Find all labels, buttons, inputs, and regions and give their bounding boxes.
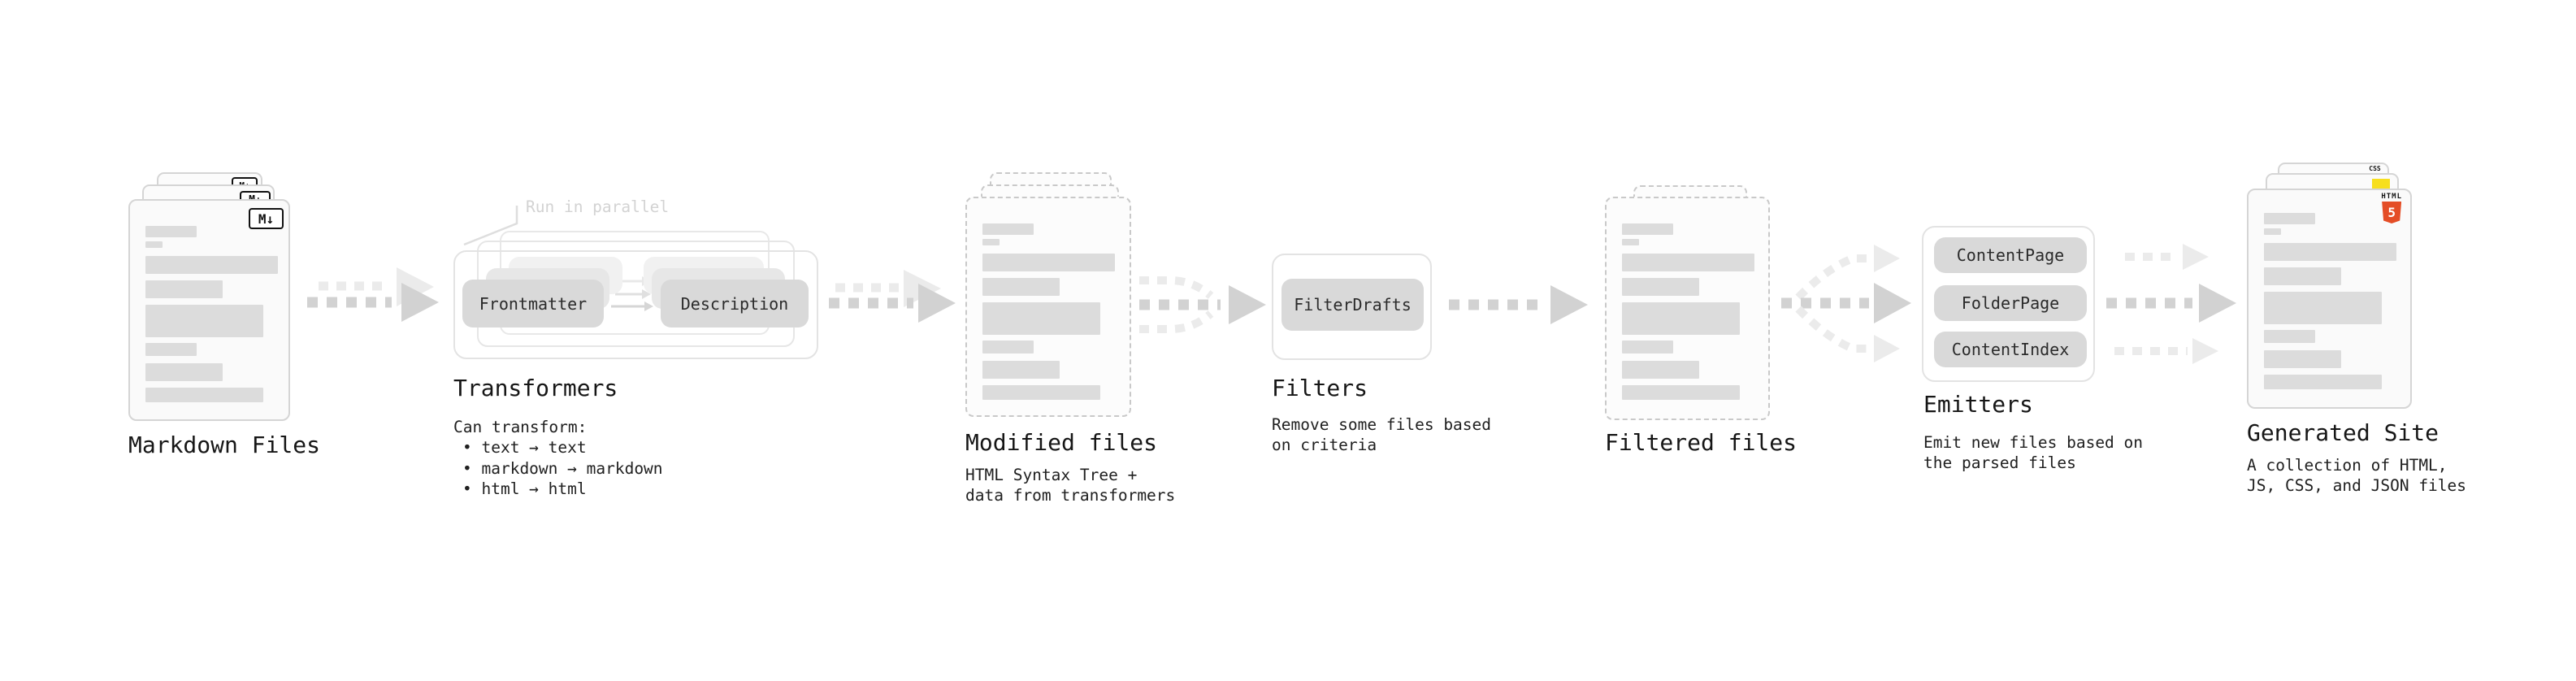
generated-doc-front: HTML 5 [2247,189,2412,409]
description-line: Can transform: [453,418,588,436]
html5-icon: HTML 5 [2381,193,2402,223]
emitter-contentindex: ContentIndex [1934,332,2087,367]
modified-doc-front [965,197,1131,417]
emitters-box [1922,226,2095,382]
emitter-folderpage: FolderPage [1934,285,2087,321]
arrow-emitters-to-generated [2106,244,2236,364]
stage-title-generated-site: Generated Site [2247,419,2439,446]
arrow-modified-to-filters [1139,276,1266,333]
arrow-transformers-to-modified [829,270,956,323]
transformers-description: Can transform: • text → text • markdown … [453,417,663,500]
stage-title-filtered-files: Filtered files [1605,429,1798,456]
emitters-description: Emit new files based on the parsed files [1923,432,2143,474]
markdown-icon: M↓ [249,208,284,229]
stage-title-modified-files: Modified files [965,429,1158,456]
description-line: HTML Syntax Tree + [965,466,1138,484]
arrow-filters-to-filtered [1449,285,1588,324]
description-line: Emit new files based on [1923,433,2144,452]
stage-title-transformers: Transformers [453,375,618,401]
modified-files-description: HTML Syntax Tree + data from transformer… [965,465,1175,506]
transformer-description: Description [661,280,809,327]
description-line: the parsed files [1923,453,2076,473]
arrow-filtered-to-emitters [1781,245,1911,362]
emitter-contentpage: ContentPage [1934,237,2087,273]
transformer-frontmatter: Frontmatter [462,280,604,327]
description-line: • html → html [462,479,587,499]
generated-site-description: A collection of HTML, JS, CSS, and JSON … [2247,455,2466,497]
description-line: data from transformers [965,486,1176,505]
transformers-box [453,250,818,359]
description-line: • markdown → markdown [462,458,663,478]
arrow-markdown-to-transformers [307,267,439,322]
description-line: JS, CSS, and JSON files [2247,476,2467,496]
description-line: Remove some files based [1272,415,1492,434]
filters-box [1272,254,1432,360]
description-line: on criteria [1272,436,1377,455]
filtered-doc-front [1605,197,1770,420]
filter-filterdrafts: FilterDrafts [1281,279,1424,331]
stage-title-filters: Filters [1272,375,1368,401]
description-line: • text → text [462,438,587,458]
filters-description: Remove some files based on criteria [1272,414,1491,456]
description-line: A collection of HTML, [2247,456,2448,475]
run-in-parallel-annotation: Run in parallel [526,197,670,216]
stage-title-emitters: Emitters [1923,391,2033,418]
stage-title-markdown-files: Markdown Files [128,432,321,458]
markdown-doc-front: M↓ [128,199,290,421]
